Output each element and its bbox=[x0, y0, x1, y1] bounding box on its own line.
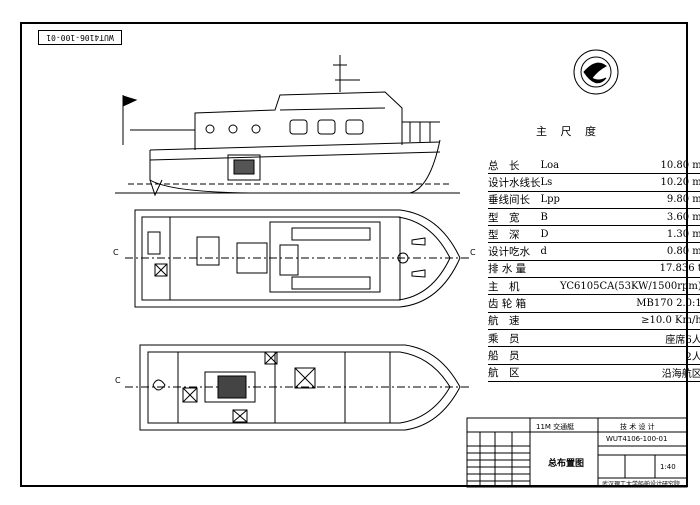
spec-row: 乘 员座席6人 bbox=[488, 329, 700, 348]
spec-symbol bbox=[540, 329, 560, 348]
spec-name: 主 机 bbox=[488, 277, 541, 296]
spec-value: 9.80 m bbox=[559, 191, 700, 209]
spec-value: 10.20 m bbox=[559, 173, 700, 192]
spec-name: 乘 员 bbox=[488, 329, 541, 348]
spec-name: 航 速 bbox=[488, 312, 541, 330]
spec-name: 齿 轮 箱 bbox=[488, 294, 541, 313]
spec-symbol bbox=[540, 260, 560, 279]
spec-symbol: D bbox=[540, 225, 560, 244]
spec-row: 航 区沿海航区 bbox=[488, 364, 700, 382]
spec-name: 航 区 bbox=[488, 364, 541, 382]
spec-value: 2人 bbox=[559, 346, 700, 365]
spec-symbol bbox=[540, 277, 560, 296]
spec-symbol: d bbox=[540, 242, 560, 261]
spec-row: 齿 轮 箱 MB170 2.0:1 bbox=[488, 294, 700, 313]
profile-view bbox=[115, 55, 460, 197]
spec-row: 排 水 量 17.836 t bbox=[488, 260, 700, 279]
spec-name: 型 宽 bbox=[488, 208, 541, 227]
spec-value: 3.60 m bbox=[559, 208, 700, 227]
spec-value: 10.80 m bbox=[559, 157, 700, 175]
lower-deck-plan: C bbox=[115, 344, 470, 431]
spec-symbol: Loa bbox=[540, 157, 560, 175]
spec-name: 排 水 量 bbox=[488, 260, 541, 279]
title-block-vessel: 11M 交通艇 bbox=[536, 423, 575, 431]
spec-symbol bbox=[540, 312, 560, 330]
spec-value: 1.30 m bbox=[559, 225, 700, 244]
spec-value: MB170 2.0:1 bbox=[559, 294, 700, 313]
title-block bbox=[466, 417, 688, 488]
spec-value: ≥10.0 Km/h bbox=[559, 312, 700, 330]
cl-mark-left: C bbox=[113, 248, 119, 257]
title-block-scale: 1:40 bbox=[660, 463, 676, 471]
spec-value: YC6105CA(53KW/1500rpm) bbox=[559, 277, 700, 296]
cl-mark-right: C bbox=[470, 248, 476, 257]
cl-mark-lower: C bbox=[115, 376, 121, 385]
title-block-drawing-name: 总布置图 bbox=[548, 459, 585, 469]
main-deck-plan: C C bbox=[113, 209, 476, 308]
spec-row: 航 速 ≥10.0 Km/h bbox=[488, 312, 700, 330]
spec-name: 总 长 bbox=[488, 157, 541, 175]
spec-symbol bbox=[540, 294, 560, 313]
spec-value: 17.836 t bbox=[559, 260, 700, 279]
spec-symbol: Lpp bbox=[540, 191, 560, 209]
spec-name: 型 深 bbox=[488, 225, 541, 244]
spec-symbol: Ls bbox=[540, 173, 560, 192]
spec-value: 座席6人 bbox=[559, 329, 700, 348]
spec-name: 设计水线长 bbox=[488, 173, 541, 192]
institute-seal bbox=[573, 49, 619, 95]
spec-name: 设计吃水 bbox=[488, 242, 541, 261]
title-block-stage: 技 术 设 计 bbox=[620, 423, 655, 431]
title-block-institute: 武汉理工大学船舶设计研究院 bbox=[602, 481, 681, 488]
spec-symbol: B bbox=[540, 208, 560, 227]
spec-name: 垂线间长 bbox=[488, 191, 541, 209]
spec-row: 主 机 YC6105CA(53KW/1500rpm) bbox=[488, 277, 700, 296]
spec-name: 船 员 bbox=[488, 346, 541, 365]
spec-value: 沿海航区 bbox=[559, 364, 700, 382]
title-block-drawing-no: WUT4106-100-01 bbox=[606, 435, 668, 443]
spec-title: 主 尺 度 bbox=[536, 125, 601, 138]
spec-symbol bbox=[540, 346, 560, 365]
spec-row: 船 员 2人 bbox=[488, 346, 700, 365]
spec-value: 0.80 m bbox=[559, 242, 700, 261]
spec-symbol bbox=[540, 364, 560, 382]
